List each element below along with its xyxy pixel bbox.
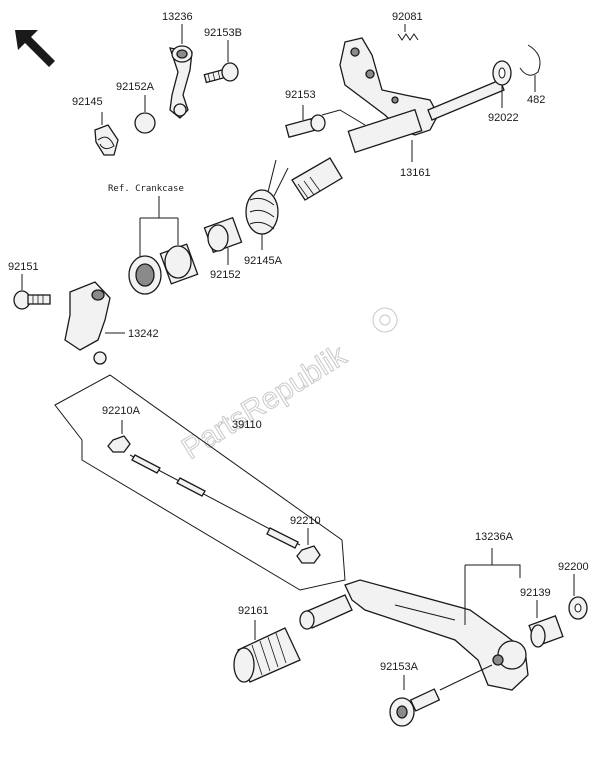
label-92153: 92153 [285,89,316,101]
label-92161: 92161 [238,605,269,617]
part-482-circlip [519,44,541,92]
label-92210A: 92210A [102,405,141,417]
label-92151: 92151 [8,261,39,273]
part-gear-pedal [344,579,529,691]
label-ref-crankcase: Ref. Crankcase [108,184,184,194]
part-92081-spring [397,24,419,41]
label-13236: 13236 [162,11,193,23]
part-92139-collar [528,600,564,648]
label-13236A: 13236A [475,531,514,543]
front-direction-arrow-icon [15,30,55,67]
label-92081: 92081 [392,11,423,23]
label-92139: 92139 [520,587,551,599]
label-13161: 13161 [400,167,431,179]
label-92210: 92210 [290,515,321,527]
part-bearing-outer [128,255,162,295]
watermark-text: PartsRepublik [176,338,353,465]
part-92151-bolt [13,274,51,310]
part-92153A-bolt [389,664,493,727]
rod-assembly-outline [54,374,346,591]
part-92145A-spring [245,159,289,250]
part-92153-bolt [285,105,366,138]
part-92161-rubber [233,620,301,683]
part-bearing-inner [159,243,199,285]
watermark-gear-icon [372,307,398,333]
label-92153A: 92153A [380,661,419,673]
part-tie-rod [129,454,301,549]
label-92145: 92145 [72,96,103,108]
label-482: 482 [527,94,545,106]
label-92022: 92022 [488,112,519,124]
label-92152: 92152 [210,269,241,281]
label-92145A: 92145A [244,255,283,267]
part-92145-spring [94,112,119,156]
label-92153B: 92153B [204,27,242,39]
part-92210-nut [296,528,321,564]
part-92152A-collar [134,95,156,134]
part-92153B-bolt [203,40,239,84]
watermark: PartsRepublik [176,338,354,466]
part-13161-shift-shaft [339,37,505,162]
part-92152-collar [203,216,243,265]
label-92200: 92200 [558,561,589,573]
part-13236-shift-arm [169,24,193,119]
part-92200-washer [568,574,588,620]
label-92152A: 92152A [116,81,155,93]
label-39110: 39110 [232,419,262,431]
label-13242: 13242 [128,328,159,340]
part-92210A-nut [107,420,131,453]
ref-crankcase-bracket-line [139,196,179,262]
bracket-13236A [464,548,521,625]
part-13242-lever [64,281,125,365]
part-splined-shaft [291,157,343,201]
part-footpeg-shaft [299,594,353,630]
part-92022-washer [492,60,512,108]
